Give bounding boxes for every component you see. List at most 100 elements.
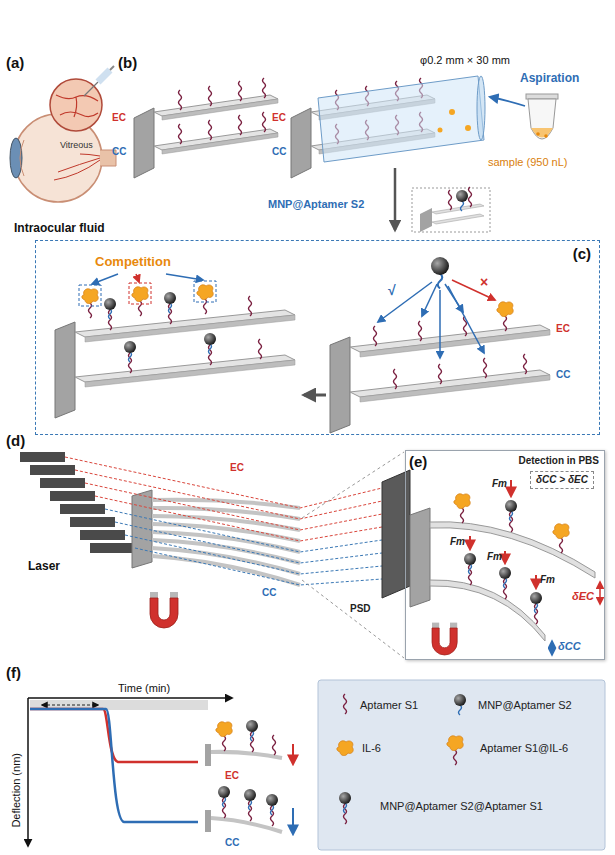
cantilever-array-part bbox=[449, 109, 455, 115]
laser-readout-part-part bbox=[105, 509, 382, 552]
laser-readout-part-part bbox=[95, 496, 382, 541]
legend-panel-part bbox=[454, 694, 466, 715]
competition-illustration-part bbox=[448, 286, 484, 353]
competition-illustration-part bbox=[197, 285, 213, 300]
magnetic-detection-part bbox=[505, 500, 517, 521]
step-label: Aspiration bbox=[520, 72, 579, 86]
laser-readout-part bbox=[40, 478, 85, 488]
cantilever-array-part bbox=[438, 128, 443, 133]
force-label: Fm bbox=[540, 574, 555, 586]
cantilever-label: CC bbox=[225, 837, 239, 849]
laser-readout-part bbox=[132, 490, 152, 568]
deflection-chart-part bbox=[30, 709, 198, 762]
cantilever-label: EC bbox=[272, 112, 286, 124]
competition-illustration-part bbox=[497, 302, 513, 317]
competition-illustration-part bbox=[79, 285, 101, 306]
panel-box: (c) bbox=[35, 240, 600, 435]
panel-label: (f) bbox=[6, 664, 21, 681]
legend-text: MNP@Aptamer S2 bbox=[478, 699, 572, 712]
magnetic-detection-part bbox=[553, 524, 569, 539]
magnetic-detection-part bbox=[470, 480, 536, 588]
competition-illustration-part bbox=[85, 360, 295, 387]
competition-illustration-part bbox=[360, 375, 550, 402]
axis-label: Time (min) bbox=[118, 682, 170, 695]
laser-readout-part bbox=[302, 580, 404, 658]
deflection-chart-part bbox=[211, 752, 282, 758]
magnetic-detection-part bbox=[454, 494, 470, 509]
competition-illustration-part bbox=[360, 330, 550, 357]
cantilever-label: EC bbox=[112, 112, 126, 124]
magnetic-detection-part bbox=[499, 567, 511, 588]
legend-text: Aptamer S1 bbox=[360, 699, 418, 712]
deflection-chart-part bbox=[216, 722, 232, 737]
dimension-label: φ0.2 mm × 30 mm bbox=[420, 54, 510, 67]
force-label: Fm bbox=[450, 536, 465, 548]
legend-text: Aptamer S1@IL-6 bbox=[480, 742, 568, 755]
deflection-label: δEC bbox=[572, 590, 594, 603]
sample-tube-part bbox=[536, 132, 540, 136]
competition-illustration-part bbox=[422, 284, 437, 316]
deflection-chart-part bbox=[28, 697, 232, 699]
caption-label: Intraocular fluid bbox=[14, 222, 105, 236]
force-label: Fm bbox=[487, 551, 502, 563]
cantilever-array-part bbox=[134, 78, 278, 178]
competition-illustration-part bbox=[55, 322, 75, 418]
inequality-box: δCC > δEC bbox=[530, 471, 594, 489]
competition-illustration-part bbox=[136, 274, 139, 282]
competition-illustration-part bbox=[104, 298, 116, 319]
flow-arrow-part bbox=[432, 204, 484, 214]
panel-label: (b) bbox=[118, 54, 137, 71]
deflection-chart bbox=[28, 698, 293, 846]
competition-illustration-part bbox=[452, 280, 495, 300]
eye-illustration-part bbox=[84, 82, 98, 96]
magnetic-detection-part bbox=[410, 508, 430, 607]
magnetic-detection-part-part bbox=[469, 536, 471, 549]
competition-illustration-part bbox=[166, 274, 203, 280]
magnetic-detection-part-part bbox=[510, 480, 512, 496]
laser-readout-part bbox=[90, 543, 135, 553]
sample-tube-part bbox=[526, 94, 558, 99]
eye-illustration-part bbox=[54, 154, 100, 180]
magnetic-detection-part bbox=[464, 553, 476, 574]
legend-panel-part bbox=[339, 792, 351, 813]
node-title: δCC > δEC bbox=[536, 474, 588, 486]
process-label: Competition bbox=[95, 255, 171, 270]
laser-readout-part bbox=[80, 530, 125, 540]
magnetic-detection bbox=[410, 480, 600, 655]
part-label: Laser bbox=[28, 560, 60, 574]
eye-illustration-part bbox=[50, 79, 102, 131]
magnetic-detection-part bbox=[551, 641, 553, 655]
legend-panel-part bbox=[337, 741, 353, 756]
cantilever-label: EC bbox=[556, 323, 570, 335]
competition-illustration-part bbox=[439, 364, 442, 384]
cantilever-array-part bbox=[318, 76, 484, 162]
competition-illustration-part bbox=[419, 321, 422, 341]
flow-arrow-part bbox=[456, 190, 468, 211]
deflection-chart-part bbox=[244, 789, 256, 810]
competition-illustration-part bbox=[92, 274, 118, 284]
deflection-chart-part bbox=[273, 735, 276, 755]
deflection-chart-part bbox=[30, 709, 198, 822]
competition-illustration-part bbox=[374, 326, 377, 346]
laser-readout-part bbox=[152, 500, 300, 585]
sample-label: sample (950 nL) bbox=[488, 156, 568, 169]
laser-readout-part bbox=[60, 504, 105, 514]
eye-illustration-part bbox=[20, 140, 24, 176]
magnetic-detection-part bbox=[430, 580, 545, 641]
deflection-chart-part bbox=[266, 794, 278, 815]
competition-illustration-part bbox=[85, 315, 295, 342]
eye-illustration bbox=[10, 66, 116, 202]
competition-illustration bbox=[55, 257, 550, 433]
node-title: (e) bbox=[409, 453, 427, 470]
deflection-label: δCC bbox=[558, 640, 581, 653]
magnetic-detection-part bbox=[599, 582, 601, 604]
deflection-chart-part bbox=[292, 744, 294, 764]
flow-arrow-part bbox=[394, 168, 397, 230]
deflection-chart-part bbox=[246, 720, 258, 741]
part-label: PSD bbox=[350, 603, 371, 615]
flow-arrow-part bbox=[449, 190, 452, 210]
cantilever-label: CC bbox=[112, 146, 126, 158]
cantilever-label: EC bbox=[230, 462, 244, 474]
reagent-label: MNP@Aptamer S2 bbox=[268, 198, 364, 211]
zoom-box: (e)Detection in PBSδCC > δEC bbox=[405, 450, 605, 660]
